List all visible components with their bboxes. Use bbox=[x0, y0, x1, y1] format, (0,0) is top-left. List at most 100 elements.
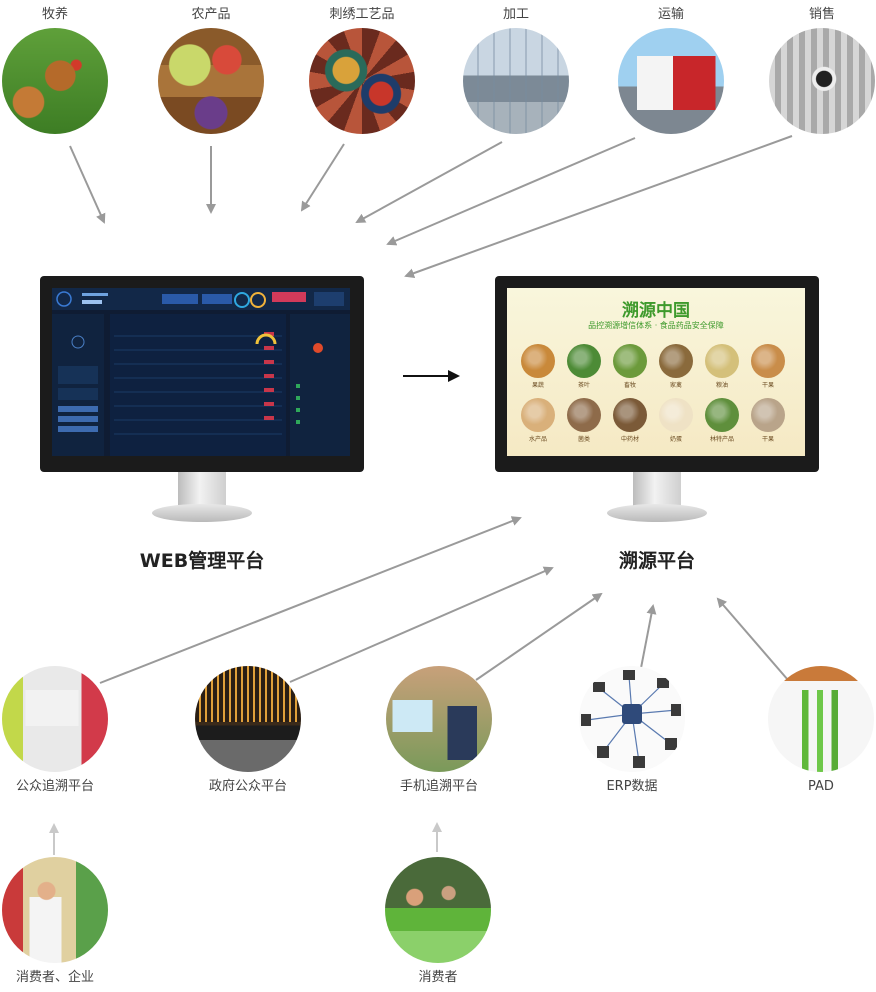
source-label: 牧养 bbox=[41, 7, 68, 22]
category-name: 干果 bbox=[761, 382, 774, 389]
source-erp-data: ERP数据 bbox=[577, 666, 687, 796]
monitor-base bbox=[152, 504, 252, 522]
qr-label-icon bbox=[769, 28, 875, 134]
source-label: ERP数据 bbox=[606, 779, 658, 794]
arrow-grazing bbox=[69, 145, 106, 224]
erp-network-icon bbox=[579, 666, 685, 772]
source-label: 加工 bbox=[502, 7, 529, 22]
category-image bbox=[567, 398, 601, 432]
category-image bbox=[521, 344, 555, 378]
monitor-neck bbox=[178, 472, 226, 510]
consumer-label: 消费者 bbox=[418, 970, 458, 985]
category-image bbox=[751, 344, 785, 378]
category-name: 果蔬 bbox=[531, 382, 544, 389]
category-item[interactable]: 畜牧 bbox=[611, 344, 649, 389]
control-room-icon bbox=[195, 666, 301, 772]
category-image bbox=[705, 344, 739, 378]
web-platform-monitor bbox=[40, 276, 364, 526]
category-item[interactable]: 中药材 bbox=[611, 398, 649, 443]
shopper-icon bbox=[2, 857, 108, 963]
source-label: PAD bbox=[808, 779, 834, 794]
source-public-platform: 公众追溯平台 bbox=[0, 666, 110, 796]
consumer-label: 消费者、企业 bbox=[15, 970, 94, 985]
source-embroidery: 刺绣工艺品 bbox=[307, 6, 417, 134]
trace-platform-monitor: 溯源中国 品控溯源增信体系 · 食品药品安全保障 果蔬茶叶畜牧家禽粮油干果水产品… bbox=[495, 276, 819, 526]
consumer: 消费者 bbox=[383, 857, 493, 987]
category-image bbox=[659, 398, 693, 432]
chicken-icon bbox=[2, 28, 108, 134]
source-label: 农产品 bbox=[191, 7, 231, 22]
arrow-sales bbox=[404, 135, 793, 278]
arrow-mobile bbox=[475, 592, 603, 681]
trace-homepage: 溯源中国 品控溯源增信体系 · 食品药品安全保障 果蔬茶叶畜牧家禽粮油干果水产品… bbox=[507, 288, 805, 456]
source-mobile-platform: 手机追溯平台 bbox=[384, 666, 494, 796]
category-image bbox=[613, 344, 647, 378]
erp-network-graphic bbox=[581, 670, 681, 768]
category-name: 中药材 bbox=[620, 436, 639, 443]
source-pad: PAD bbox=[766, 666, 876, 796]
factory-icon bbox=[463, 28, 569, 134]
embroidery-icon bbox=[309, 28, 415, 134]
category-item[interactable]: 水产品 bbox=[519, 398, 557, 443]
source-processing: 加工 bbox=[461, 6, 571, 134]
category-item[interactable]: 果蔬 bbox=[519, 344, 557, 389]
category-image bbox=[751, 398, 785, 432]
consumer-enterprise: 消费者、企业 bbox=[0, 857, 110, 987]
arrow-government bbox=[289, 566, 554, 683]
category-item[interactable]: 奶蛋 bbox=[657, 398, 695, 443]
web-platform-title: WEB管理平台 bbox=[139, 550, 265, 572]
source-sales: 销售 bbox=[767, 6, 876, 134]
arrow-erp bbox=[640, 604, 657, 669]
dashboard-graphic bbox=[52, 288, 350, 456]
category-item[interactable]: 林特产品 bbox=[703, 398, 741, 443]
source-label: 手机追溯平台 bbox=[399, 779, 478, 794]
source-label: 运输 bbox=[657, 7, 684, 22]
fruit-basket-icon bbox=[158, 28, 264, 134]
monitor-neck bbox=[633, 472, 681, 510]
source-label: 公众追溯平台 bbox=[15, 779, 94, 794]
category-item[interactable]: 干果 bbox=[749, 344, 787, 389]
category-item[interactable]: 干果 bbox=[749, 398, 787, 443]
category-item[interactable]: 家禽 bbox=[657, 344, 695, 389]
arrow-transport bbox=[386, 137, 636, 246]
trace-screen: 溯源中国 品控溯源增信体系 · 食品药品安全保障 果蔬茶叶畜牧家禽粮油干果水产品… bbox=[495, 276, 819, 472]
asparagus-icon bbox=[768, 666, 874, 772]
category-image bbox=[705, 398, 739, 432]
trace-screen-title: 溯源中国 bbox=[622, 301, 690, 321]
web-dashboard bbox=[52, 288, 350, 456]
category-name: 茶叶 bbox=[577, 382, 590, 389]
category-name: 家禽 bbox=[669, 382, 682, 389]
source-label: 政府公众平台 bbox=[208, 779, 287, 794]
category-item[interactable]: 粮油 bbox=[703, 344, 741, 389]
source-transport: 运输 bbox=[616, 6, 726, 134]
category-name: 菌类 bbox=[577, 436, 590, 443]
arrow-processing bbox=[355, 141, 503, 223]
trace-platform-title: 溯源平台 bbox=[618, 550, 695, 572]
category-name: 奶蛋 bbox=[669, 436, 682, 443]
category-item[interactable]: 菌类 bbox=[565, 398, 603, 443]
source-government-platform: 政府公众平台 bbox=[193, 666, 303, 796]
source-label: 销售 bbox=[808, 7, 835, 22]
category-image bbox=[567, 344, 601, 378]
kiosk-icon bbox=[2, 666, 108, 772]
truck-icon bbox=[618, 28, 724, 134]
monitor-base bbox=[607, 504, 707, 522]
web-screen bbox=[40, 276, 364, 472]
category-item[interactable]: 茶叶 bbox=[565, 344, 603, 389]
market-icon bbox=[385, 857, 491, 963]
phone-scan-icon bbox=[386, 666, 492, 772]
category-image bbox=[659, 344, 693, 378]
source-grazing: 牧养 bbox=[0, 6, 110, 134]
arrow-pad bbox=[716, 597, 789, 681]
category-name: 林特产品 bbox=[709, 436, 734, 443]
trace-screen-subtitle: 品控溯源增信体系 · 食品药品安全保障 bbox=[588, 321, 724, 330]
category-image bbox=[613, 398, 647, 432]
source-label: 刺绣工艺品 bbox=[329, 7, 395, 22]
arrow-embroidery bbox=[300, 143, 345, 212]
source-produce: 农产品 bbox=[156, 6, 266, 134]
category-name: 畜牧 bbox=[623, 382, 636, 389]
category-image bbox=[521, 398, 555, 432]
arrow-public bbox=[99, 516, 522, 684]
category-name: 粮油 bbox=[715, 382, 728, 389]
